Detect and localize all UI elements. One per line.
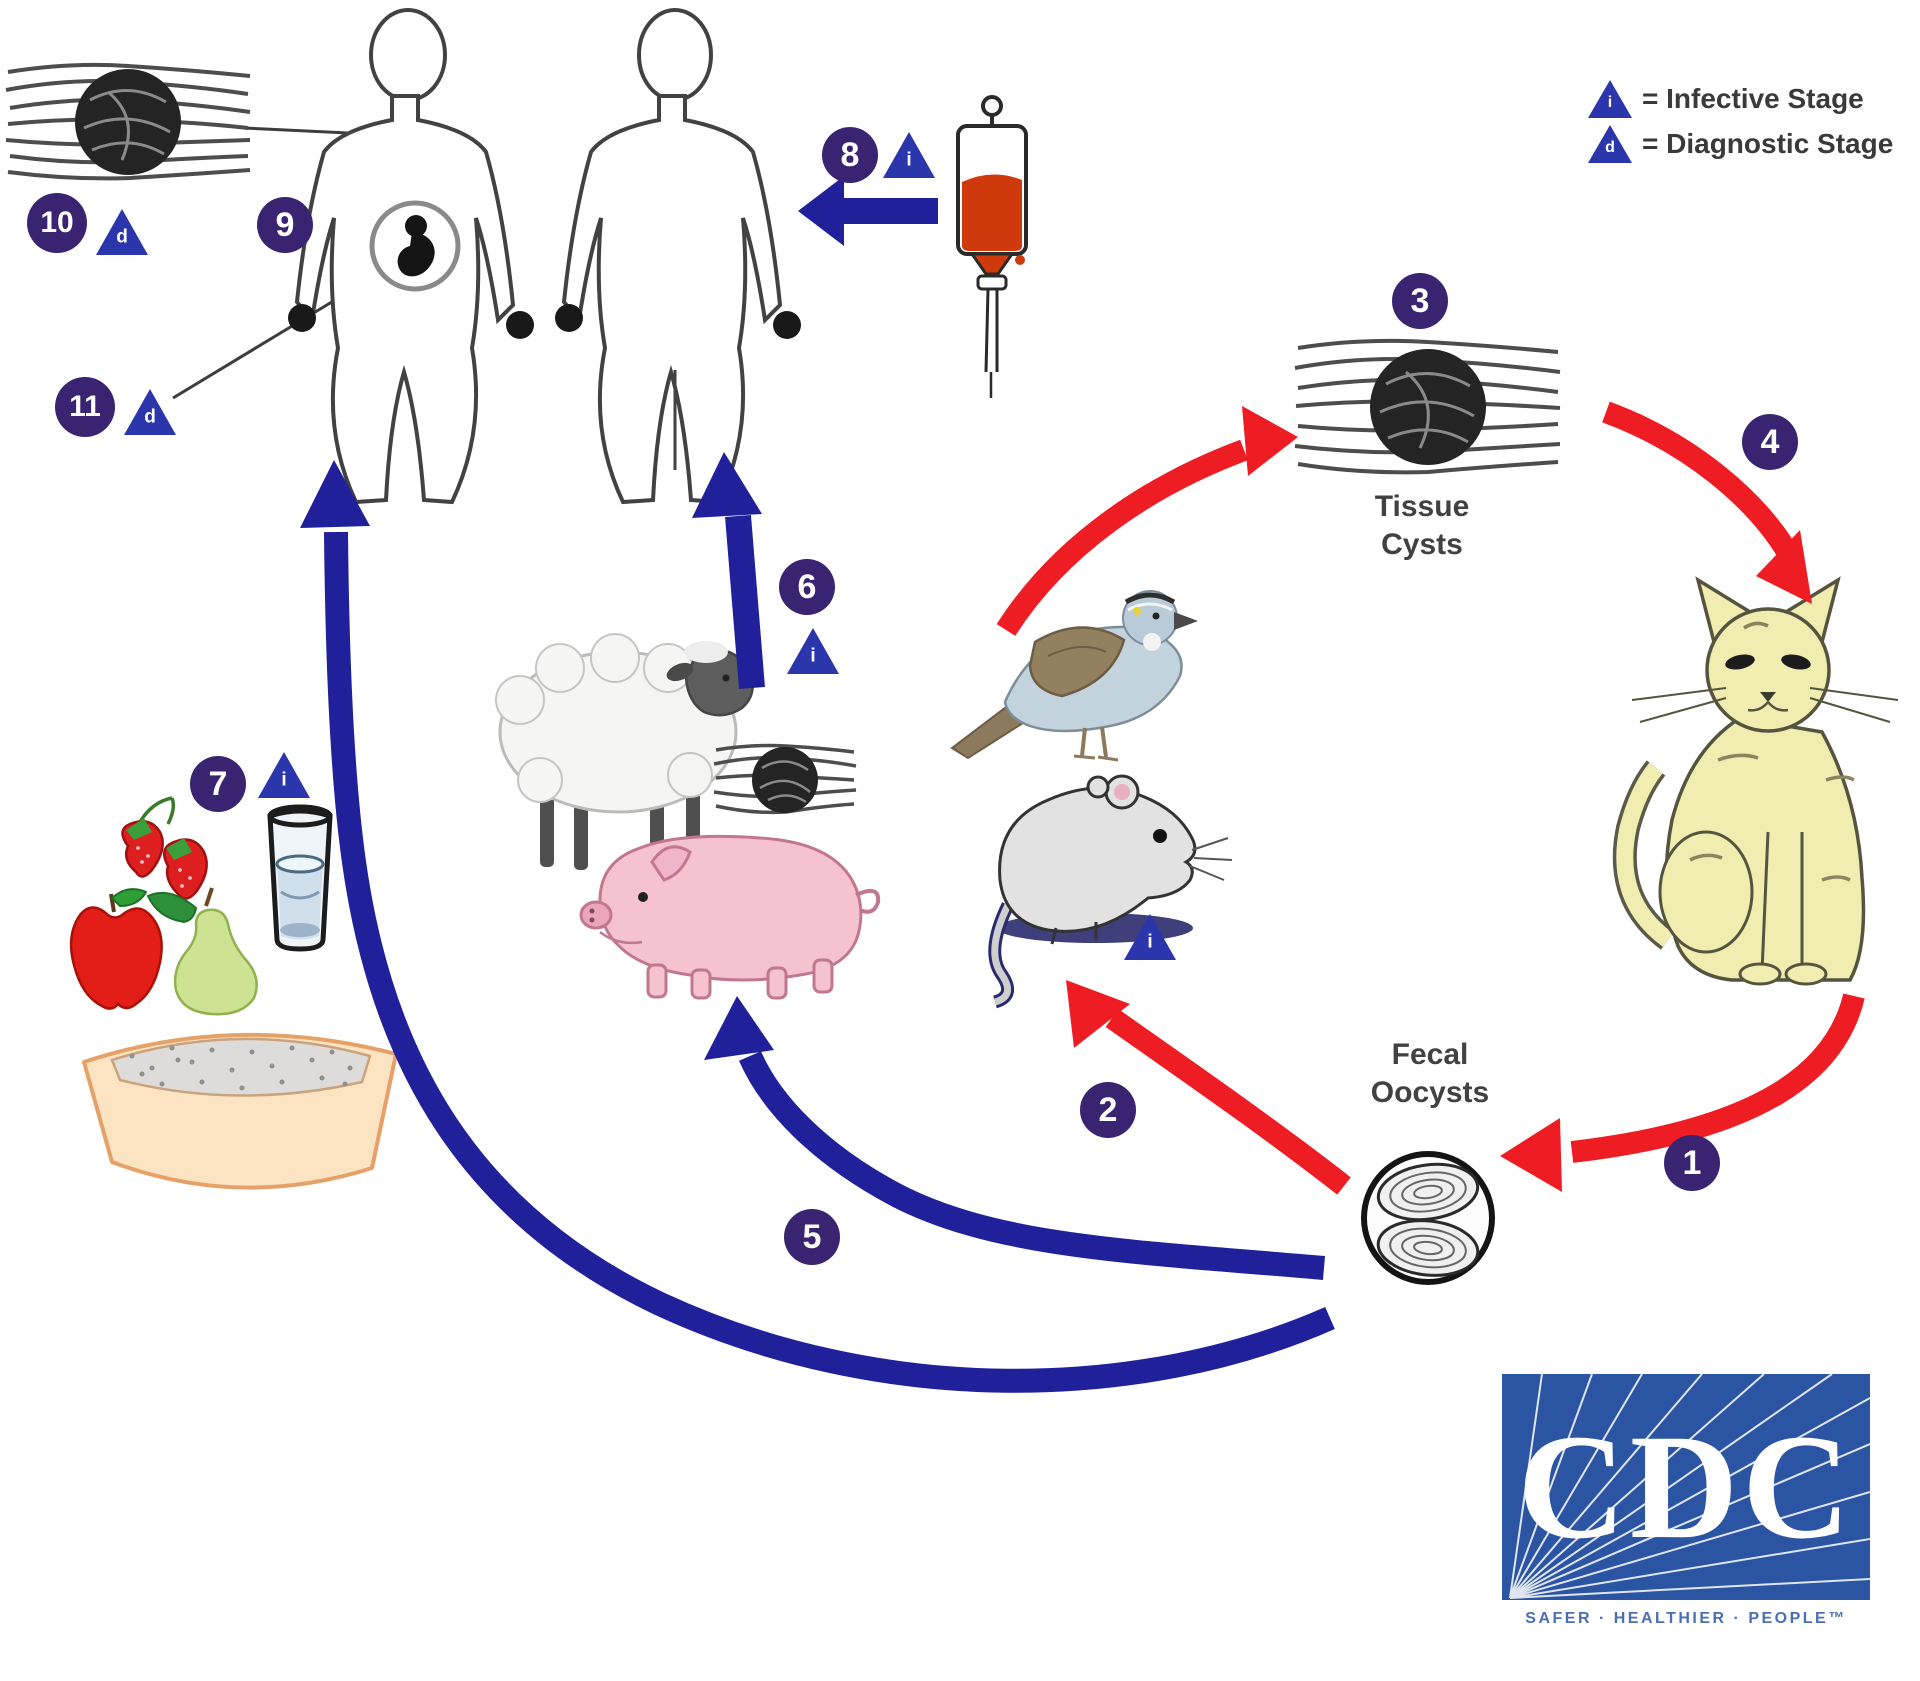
cat-icon xyxy=(1612,576,1899,986)
sheep-legs xyxy=(540,792,700,870)
tissue-cyst-icon xyxy=(713,743,857,815)
step-badge-3: 3 xyxy=(1392,273,1448,329)
darkened-hand xyxy=(773,311,801,339)
step-badge-2: 2 xyxy=(1080,1082,1136,1138)
marker-letter: d xyxy=(1605,138,1615,156)
legend-diagnostic-label: = Diagnostic Stage xyxy=(1642,128,1894,159)
diagnostic-stage-icon: d xyxy=(1588,125,1632,163)
litter-box-icon xyxy=(82,1032,398,1190)
red-cycle-arrows xyxy=(996,401,1865,1195)
arrow-oocyst-to-pig xyxy=(738,1051,1326,1280)
step-badge-4: 4 xyxy=(1742,414,1798,470)
infective-stage-icon: i xyxy=(883,132,935,178)
darkened-hand xyxy=(555,304,583,332)
marker-letter: i xyxy=(281,769,287,791)
arrow-step1 xyxy=(1570,993,1865,1163)
darkened-hand xyxy=(506,311,534,339)
infective-stage-icon: i xyxy=(1124,914,1176,960)
tissue-cyst-icon xyxy=(1294,338,1561,475)
cyst-to-body-line xyxy=(243,126,349,135)
step-badge-6: 6 xyxy=(779,559,835,615)
cdc-tagline: SAFER · HEALTHIER · PEOPLE™ xyxy=(1525,1610,1847,1627)
sheep-icon xyxy=(495,633,754,870)
tissue-cysts-label: Tissue Cysts xyxy=(1374,490,1470,561)
step-badge-1: 1 xyxy=(1664,1135,1720,1191)
cdc-logo-box: CDC xyxy=(1502,1374,1870,1600)
cdc-logo: CDC SAFER · HEALTHIER · PEOPLE™ xyxy=(1502,1374,1870,1628)
marker-letter: d xyxy=(144,406,156,428)
infective-stage-icon: i xyxy=(258,752,310,798)
legend-diagnostic-row: d = Diagnostic Stage xyxy=(1588,125,1893,163)
arrow-step6 xyxy=(725,514,765,690)
marker-letter: i xyxy=(810,645,816,667)
strawberries-icon xyxy=(121,796,208,900)
step-badge-10: 10 xyxy=(27,193,87,253)
pig-icon xyxy=(579,834,881,1000)
pig-legs xyxy=(646,958,834,1000)
litter-speckles xyxy=(129,1045,353,1091)
legend-infective-row: i = Infective Stage xyxy=(1588,80,1893,118)
step-badge-7: 7 xyxy=(190,756,246,812)
infective-stage-icon: i xyxy=(1588,80,1632,118)
blood-bag-icon xyxy=(956,95,1028,398)
tissue-cyst-icon xyxy=(5,62,251,181)
step-badge-8: 8 xyxy=(822,127,878,183)
mouse-icon xyxy=(988,774,1233,1009)
step-badge-5: 5 xyxy=(784,1209,840,1265)
legend-infective-label: = Infective Stage xyxy=(1642,83,1864,114)
water-glass-icon xyxy=(267,804,333,952)
pear-icon xyxy=(146,887,258,1016)
cat-stripes xyxy=(1689,621,1855,882)
cdc-acronym: CDC xyxy=(1517,1404,1855,1570)
arrow-step4 xyxy=(1602,401,1798,559)
arrow-prey-to-cysts xyxy=(996,439,1248,636)
infective-stage-icon: i xyxy=(787,628,839,674)
cat-whiskers xyxy=(1631,687,1899,723)
human-back-figure xyxy=(555,8,801,505)
fetus-icon xyxy=(369,200,461,292)
marker-letter: i xyxy=(1147,931,1153,953)
fecal-oocysts-label: Fecal Oocysts xyxy=(1370,1038,1490,1109)
cdc-sunburst-rays xyxy=(1509,1374,1870,1599)
diagnostic-stage-icon: d xyxy=(124,389,176,435)
step-badge-9: 9 xyxy=(257,197,313,253)
legend: i = Infective Stage d = Diagnostic Stage xyxy=(1588,80,1893,163)
apple-icon xyxy=(69,888,163,1010)
diagnostic-stage-icon: d xyxy=(96,209,148,255)
blue-arrowheads xyxy=(300,176,844,1060)
human-front-figure xyxy=(288,8,534,505)
blue-transmission-arrows xyxy=(324,198,1335,1393)
fecal-oocyst-icon xyxy=(1361,1151,1495,1285)
bird-icon xyxy=(950,590,1198,762)
marker-letter: i xyxy=(1607,93,1613,111)
arrow-oocyst-to-human xyxy=(324,531,1335,1393)
red-arrowheads xyxy=(1066,406,1812,1192)
marker-letter: d xyxy=(116,226,128,248)
marker-letter: i xyxy=(906,149,912,171)
darkened-hand xyxy=(288,304,316,332)
step-badge-11: 11 xyxy=(55,377,115,437)
arrow-step2 xyxy=(1105,1009,1351,1195)
